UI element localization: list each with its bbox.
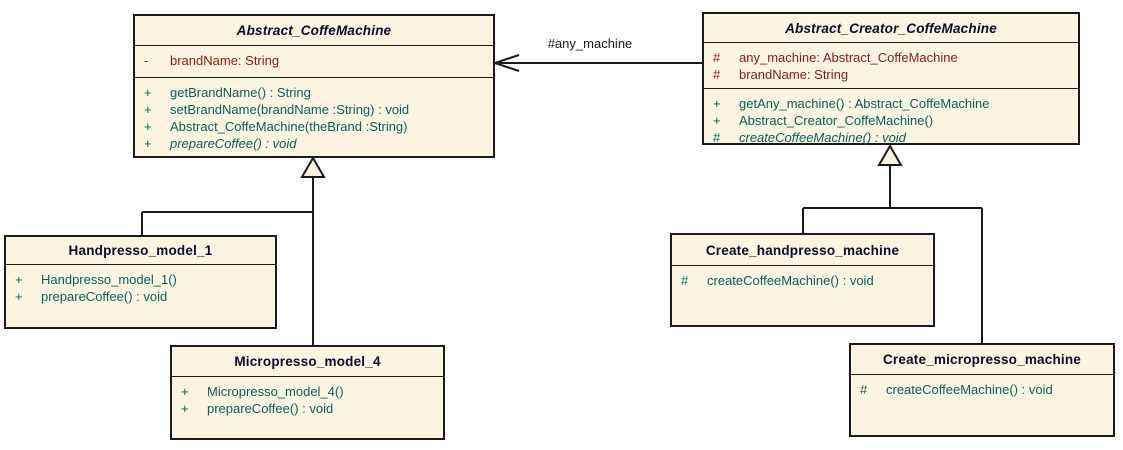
class-title: Abstract_Creator_CoffeMachine xyxy=(704,14,1078,43)
association-label: #any_machine xyxy=(547,36,633,51)
class-handpresso-model-1[interactable]: Handpresso_model_1 + Handpresso_model_1()… xyxy=(4,235,277,329)
methods-compartment: + getAny_machine() : Abstract_CoffeMachin… xyxy=(704,89,1078,146)
member-row: + Abstract_CoffeMachine(theBrand :String) xyxy=(135,118,493,135)
visibility-marker: + xyxy=(15,272,23,287)
visibility-marker: + xyxy=(181,401,189,416)
visibility-marker: # xyxy=(713,50,721,65)
member-row: # createCoffeeMachine() : void xyxy=(672,272,933,289)
member-text: Handpresso_model_1() xyxy=(41,272,177,287)
member-text: getBrandName() : String xyxy=(170,85,311,100)
member-text: brandName: String xyxy=(170,53,280,68)
member-text: brandName: String xyxy=(739,67,849,82)
class-title: Create_handpresso_machine xyxy=(672,235,933,266)
generalization-left-edge[interactable] xyxy=(141,156,326,345)
visibility-marker: + xyxy=(713,96,721,111)
generalization-right-edge[interactable] xyxy=(802,144,983,343)
member-row: # createCoffeeMachine() : void xyxy=(851,381,1113,398)
methods-compartment: + getBrandName() : String + setBrandName(br… xyxy=(135,78,493,152)
visibility-marker: # xyxy=(681,273,689,288)
member-row: + Micropresso_model_4() xyxy=(172,383,443,400)
member-row: + getAny_machine() : Abstract_CoffeMachin… xyxy=(704,95,1078,112)
visibility-marker: + xyxy=(144,136,152,151)
member-row: # createCoffeeMachine() : void xyxy=(704,129,1078,146)
member-text: getAny_machine() : Abstract_CoffeMachine xyxy=(739,96,990,111)
member-text: prepareCoffee() : void xyxy=(170,136,297,151)
member-row: - brandName: String xyxy=(135,52,493,69)
member-row: + prepareCoffee() : void xyxy=(135,135,493,152)
visibility-marker: # xyxy=(860,382,868,397)
attributes-compartment: # any_machine: Abstract_CoffeMachine # bran… xyxy=(704,43,1078,89)
class-abstract-coffemachine[interactable]: Abstract_CoffeMachine - brandName: String… xyxy=(133,14,495,158)
member-row: + getBrandName() : String xyxy=(135,84,493,101)
member-row: + prepareCoffee() : void xyxy=(172,400,443,417)
visibility-marker: + xyxy=(144,85,152,100)
class-title: Create_micropresso_machine xyxy=(851,345,1113,375)
member-row: + Abstract_Creator_CoffeMachine() xyxy=(704,112,1078,129)
class-title: Micropresso_model_4 xyxy=(172,347,443,377)
class-title: Handpresso_model_1 xyxy=(6,237,275,265)
class-micropresso-model-4[interactable]: Micropresso_model_4 + Micropresso_model_4… xyxy=(170,345,445,440)
member-text: setBrandName(brandName :String) : void xyxy=(170,102,410,117)
visibility-marker: - xyxy=(144,53,149,68)
member-text: prepareCoffee() : void xyxy=(207,401,334,416)
member-row: + setBrandName(brandName :String) : void xyxy=(135,101,493,118)
methods-compartment: # createCoffeeMachine() : void xyxy=(851,375,1113,398)
member-row: + prepareCoffee() : void xyxy=(6,288,275,305)
methods-compartment: # createCoffeeMachine() : void xyxy=(672,266,933,289)
member-text: any_machine: Abstract_CoffeMachine xyxy=(739,50,958,65)
visibility-marker: # xyxy=(713,67,721,82)
attributes-compartment: - brandName: String xyxy=(135,46,493,78)
member-text: prepareCoffee() : void xyxy=(41,289,168,304)
class-create-micropresso-machine[interactable]: Create_micropresso_machine # createCoffee… xyxy=(849,343,1115,437)
member-text: createCoffeeMachine() : void xyxy=(886,382,1053,397)
member-row: # any_machine: Abstract_CoffeMachine xyxy=(704,49,1078,66)
member-row: + Handpresso_model_1() xyxy=(6,271,275,288)
visibility-marker: + xyxy=(713,113,721,128)
member-text: Micropresso_model_4() xyxy=(207,384,344,399)
member-text: Abstract_CoffeMachine(theBrand :String) xyxy=(170,119,408,134)
association-any-machine-edge[interactable] xyxy=(494,54,702,72)
class-title: Abstract_CoffeMachine xyxy=(135,16,493,46)
member-row: # brandName: String xyxy=(704,66,1078,83)
member-text: createCoffeeMachine() : void xyxy=(739,130,906,145)
generalization-triangle-right-icon xyxy=(877,144,903,166)
member-text: Abstract_Creator_CoffeMachine() xyxy=(739,113,934,128)
class-abstract-creator-coffemachine[interactable]: Abstract_Creator_CoffeMachine # any_machi… xyxy=(702,12,1080,145)
member-text: createCoffeeMachine() : void xyxy=(707,273,874,288)
generalization-triangle-left-icon xyxy=(300,156,326,178)
visibility-marker: + xyxy=(144,102,152,117)
methods-compartment: + Handpresso_model_1() + prepareCoffee() : … xyxy=(6,265,275,305)
visibility-marker: + xyxy=(144,119,152,134)
class-create-handpresso-machine[interactable]: Create_handpresso_machine # createCoffeeM… xyxy=(670,233,935,327)
visibility-marker: # xyxy=(713,130,721,145)
visibility-marker: + xyxy=(15,289,23,304)
methods-compartment: + Micropresso_model_4() + prepareCoffee() :… xyxy=(172,377,443,417)
visibility-marker: + xyxy=(181,384,189,399)
